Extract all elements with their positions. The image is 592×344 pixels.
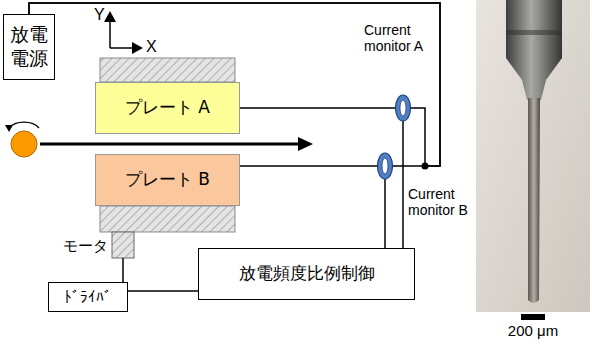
junction-dot [422, 163, 429, 170]
axis-label: Y [94, 6, 110, 24]
axis-label: X [146, 38, 162, 56]
current-monitor-hole [400, 100, 406, 116]
scale-label: 200 μm [488, 322, 578, 339]
control-box: 放電頻度比例制御 [198, 248, 415, 300]
monitor-label: Current monitor A [364, 22, 434, 54]
x-axis-head [132, 42, 143, 54]
hatched-frame [100, 58, 235, 82]
wire-spool [11, 131, 37, 157]
rotation-head [5, 125, 13, 132]
rotation-arc [9, 122, 39, 128]
power-supply-box: 放電 電源 [3, 14, 55, 80]
current-monitor-ring [378, 153, 393, 179]
driver-box: ﾄﾞﾗｲﾊﾞ [48, 282, 128, 312]
wire-connector [29, 3, 440, 166]
wire-feed-arrow [40, 143, 300, 146]
node-text: 放電 電源 [6, 23, 52, 71]
current-monitor-hole [382, 158, 388, 174]
motor-wire [122, 258, 124, 282]
electrode-holder [506, 0, 562, 100]
electrode-photo [476, 0, 590, 312]
monitor-label: Current monitor B [408, 186, 474, 218]
motor-symbol [112, 232, 134, 258]
y-axis-head [104, 11, 116, 22]
node-text: プレート A [125, 97, 210, 118]
holder-groove [506, 30, 562, 35]
scale-bar [521, 314, 545, 320]
current-monitor-ring [396, 95, 411, 121]
node-text: ﾄﾞﾗｲﾊﾞ [64, 288, 112, 307]
y-axis [109, 18, 111, 48]
node-text: プレート B [125, 169, 210, 190]
wire-connector [29, 3, 440, 166]
plate-a: プレート A [95, 82, 240, 134]
hatched-frame [100, 206, 235, 232]
monitor-signal-wire [402, 121, 404, 248]
motor-label: モータ [48, 237, 108, 254]
monitor-signal-wire [384, 179, 386, 248]
electrode-rod [528, 98, 540, 303]
node-text: 放電頻度比例制御 [239, 263, 375, 284]
plate-b: プレート B [95, 154, 240, 206]
wire-connector [128, 290, 198, 292]
wire-feed-head [298, 137, 313, 151]
